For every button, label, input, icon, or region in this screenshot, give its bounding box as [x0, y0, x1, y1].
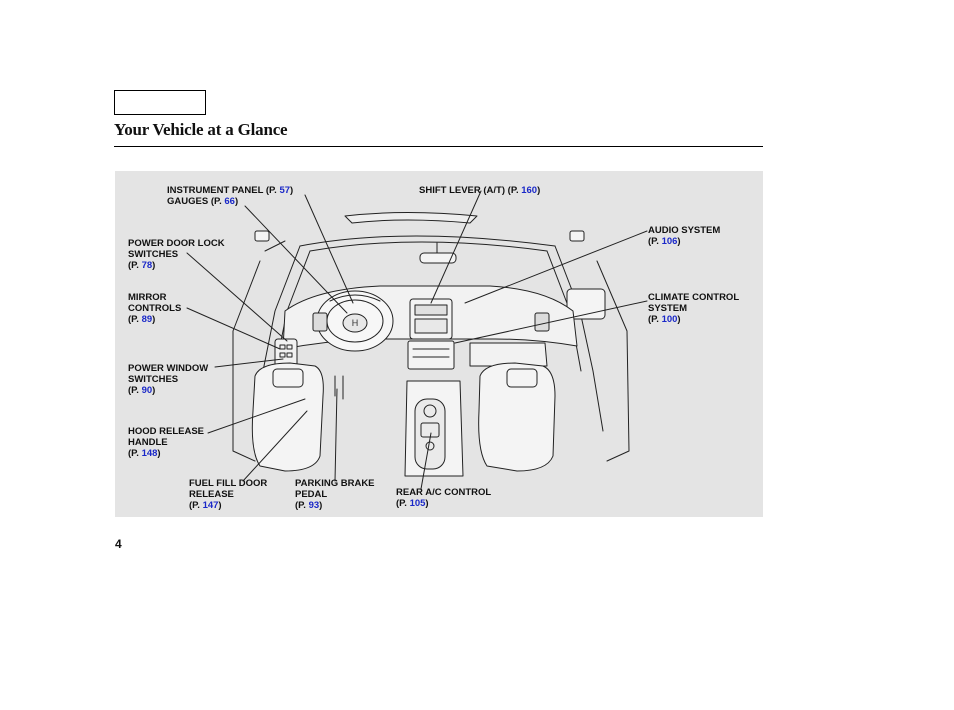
dashboard-illustration: H [186, 190, 648, 490]
callout-shift-lever-label: SHIFT LEVER (A/T) [419, 185, 506, 196]
callout-audio-system-label: AUDIO SYSTEM [648, 225, 721, 236]
callout-power-window-label: POWER WINDOW [128, 363, 209, 374]
page-ref-link[interactable]: 78 [141, 260, 153, 271]
callout-instrument-panel: INSTRUMENT PANEL (P. 57) GAUGES (P. 66) [167, 185, 293, 207]
callout-climate-control-label: CLIMATE CONTROL [648, 292, 740, 303]
page-ref-link[interactable]: 57 [279, 185, 291, 196]
callout-rear-ac: REAR A/C CONTROL (P. 105) [396, 487, 491, 509]
page-ref-prefix: (P. [265, 185, 277, 196]
page-ref-prefix: (P. [128, 260, 139, 271]
page-ref-suffix: ) [218, 500, 222, 511]
callout-power-door-lock-label-2: SWITCHES [128, 249, 179, 260]
page-ref-link[interactable]: 90 [141, 385, 153, 396]
page-ref-suffix: ) [677, 314, 681, 325]
page-ref-suffix: ) [319, 500, 323, 511]
callout-hood-release: HOOD RELEASE HANDLE (P. 148) [128, 426, 204, 459]
svg-text:H: H [352, 318, 359, 328]
callout-power-window-label-2: SWITCHES [128, 374, 179, 385]
callout-hood-release-label: HOOD RELEASE [128, 426, 205, 437]
page-ref-suffix: ) [152, 385, 156, 396]
callout-mirror-controls-label-2: CONTROLS [128, 303, 182, 314]
page-ref-prefix: (P. [128, 314, 139, 325]
page-ref-suffix: ) [537, 185, 541, 196]
callout-parking-brake-label: PARKING BRAKE [295, 478, 375, 489]
page-ref-suffix: ) [290, 185, 294, 196]
callout-fuel-fill-label-2: RELEASE [189, 489, 234, 500]
page-ref-prefix: (P. [507, 185, 519, 196]
callout-gauges-label: GAUGES [167, 196, 209, 207]
callout-rear-ac-label: REAR A/C CONTROL [396, 487, 492, 498]
page-ref-suffix: ) [425, 498, 429, 509]
callout-climate-control-label-2: SYSTEM [648, 303, 688, 314]
callout-audio-system: AUDIO SYSTEM (P. 106) [648, 225, 720, 247]
callout-fuel-fill-label: FUEL FILL DOOR [189, 478, 268, 489]
page-ref-link[interactable]: 93 [308, 500, 320, 511]
page-ref-link[interactable]: 105 [409, 498, 426, 509]
callout-mirror-controls-label: MIRROR [128, 292, 167, 303]
callout-instrument-panel-label: INSTRUMENT PANEL [167, 185, 264, 196]
vehicle-interior-figure: H [115, 171, 763, 517]
page-ref-link[interactable]: 147 [202, 500, 219, 511]
page-ref-link[interactable]: 100 [661, 314, 678, 325]
page-ref-suffix: ) [152, 314, 156, 325]
page-ref-link[interactable]: 106 [661, 236, 678, 247]
callout-parking-brake-label-2: PEDAL [295, 489, 328, 500]
page-ref-prefix: (P. [396, 498, 407, 509]
page-ref-suffix: ) [677, 236, 681, 247]
callout-power-door-lock-label: POWER DOOR LOCK [128, 238, 225, 249]
callout-mirror-controls: MIRROR CONTROLS (P. 89) [128, 292, 181, 325]
page-ref-prefix: (P. [295, 500, 306, 511]
page-ref-prefix: (P. [210, 196, 222, 207]
callout-hood-release-label-2: HANDLE [128, 437, 168, 448]
page-ref-suffix: ) [234, 196, 239, 207]
callout-climate-control: CLIMATE CONTROL SYSTEM (P. 100) [648, 292, 739, 325]
page-ref-link[interactable]: 89 [141, 314, 153, 325]
page-ref-link[interactable]: 66 [224, 196, 235, 207]
page-ref-suffix: ) [157, 448, 161, 459]
page-title: Your Vehicle at a Glance [114, 120, 288, 139]
page-ref-prefix: (P. [128, 448, 139, 459]
page-ref-suffix: ) [152, 260, 156, 271]
page-ref-prefix: (P. [648, 236, 659, 247]
callout-power-window: POWER WINDOW SWITCHES (P. 90) [128, 363, 208, 396]
callout-power-door-lock: POWER DOOR LOCK SWITCHES (P. 78) [128, 238, 225, 271]
page-number: 4 [115, 537, 122, 551]
callout-parking-brake: PARKING BRAKE PEDAL (P. 93) [295, 478, 375, 511]
page-ref-link[interactable]: 160 [521, 185, 538, 196]
callout-fuel-fill: FUEL FILL DOOR RELEASE (P. 147) [189, 478, 267, 511]
callout-shift-lever: SHIFT LEVER (A/T) (P. 160) [419, 185, 540, 196]
page-ref-prefix: (P. [128, 385, 139, 396]
section-tab-box[interactable] [114, 90, 206, 115]
page-ref-prefix: (P. [648, 314, 659, 325]
page-ref-prefix: (P. [189, 500, 200, 511]
title-rule [114, 146, 763, 147]
page-ref-link[interactable]: 148 [141, 448, 158, 459]
